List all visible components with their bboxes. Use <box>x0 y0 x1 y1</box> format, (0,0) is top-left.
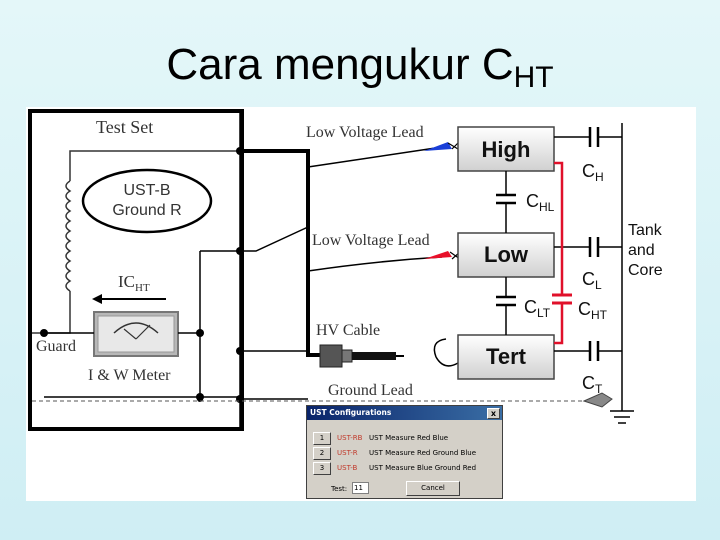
cap-ch-label: CH <box>582 161 604 184</box>
winding-low <box>457 232 555 278</box>
close-button[interactable]: x <box>487 408 500 419</box>
config-row-1[interactable]: 1 UST-RB UST Measure Red Blue <box>313 431 449 445</box>
config-desc-1: UST Measure Red Blue <box>369 434 449 442</box>
dialog-titlebar: UST Configurations x <box>307 406 502 420</box>
ust-config-dialog: UST Configurations x 1 UST-RB UST Measur… <box>306 405 503 499</box>
config-desc-3: UST Measure Blue Ground Red <box>369 464 477 472</box>
cap-ct-label: CT <box>582 373 603 396</box>
test-set-label: Test Set <box>96 117 153 137</box>
low-lead-clip <box>424 251 452 259</box>
mode-line2: Ground R <box>112 202 181 219</box>
cap-cht-label: CHT <box>578 299 608 322</box>
config-code-2: UST-R <box>337 449 358 457</box>
svg-text:Low: Low <box>484 242 529 267</box>
cap-cl-label: CL <box>582 269 602 292</box>
test-label: Test: <box>331 485 348 493</box>
meter-label: I & W Meter <box>88 367 171 384</box>
svg-text:High: High <box>482 137 531 162</box>
cap-chl-label: CHL <box>526 191 555 214</box>
ground-clip <box>582 392 613 408</box>
test-set-box <box>28 109 244 431</box>
dialog-title: UST Configurations <box>310 408 392 417</box>
cht-measured-path <box>554 161 564 345</box>
config-button-1[interactable]: 1 <box>313 431 331 445</box>
meter-dial <box>113 322 159 334</box>
svg-text:Tert: Tert <box>486 344 527 369</box>
config-button-2[interactable]: 2 <box>313 446 331 460</box>
config-row-2[interactable]: 2 UST-R UST Measure Red Ground Blue <box>313 446 477 460</box>
cancel-button[interactable]: Cancel <box>406 481 460 496</box>
low-lead-label: Low Voltage Lead <box>312 232 430 249</box>
config-desc-2: UST Measure Red Ground Blue <box>369 449 477 457</box>
guard-label: Guard <box>36 338 76 355</box>
cap-clt-label: CLT <box>524 297 551 320</box>
config-row-3[interactable]: 3 UST-B UST Measure Blue Ground Red <box>313 461 477 475</box>
config-button-3[interactable]: 3 <box>313 461 331 475</box>
config-code-3: UST-B <box>337 464 358 472</box>
ground-lead-label: Ground Lead <box>328 382 413 399</box>
slide-title: Cara mengukur CHT <box>166 40 554 94</box>
mode-ellipse <box>81 168 213 234</box>
inductor-coil <box>65 180 72 292</box>
hv-cable-label: HV Cable <box>316 322 380 339</box>
current-label: ICHT <box>118 272 150 294</box>
high-lead-clip <box>424 142 452 151</box>
winding-high <box>457 126 555 172</box>
winding-tert <box>457 334 555 380</box>
config-code-1: UST-RB <box>337 434 363 442</box>
high-lead-label: Low Voltage Lead <box>306 124 424 141</box>
hv-connector <box>319 344 343 368</box>
test-value-field[interactable]: 11 <box>352 482 369 494</box>
mode-line1: UST-B <box>123 182 170 199</box>
